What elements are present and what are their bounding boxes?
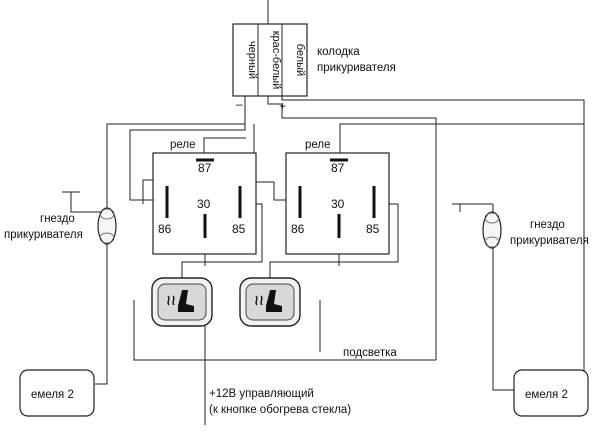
relay-1: реле 87 86 30 85 [152, 139, 257, 255]
emelya-right-label: емеля 2 [525, 389, 568, 401]
relay-1-pin-86: 86 [158, 222, 172, 236]
relay-2-pin-30: 30 [331, 197, 345, 211]
cigarette-lighter-plug-icon [97, 207, 117, 245]
seat-heater-switch-1[interactable] [151, 277, 213, 327]
connector-label-line2: прикуривателя [317, 62, 396, 74]
emelya-left-label: емеля 2 [31, 389, 74, 401]
control-line2: (к кнопке обогрева стекла) [209, 404, 351, 416]
wire-red-white-label: крас-белый [270, 31, 282, 90]
backlight-label: подсветка [343, 347, 397, 359]
left-lighter-socket [62, 191, 117, 245]
plus-sign: + [279, 99, 286, 113]
seat-heater-icon [255, 290, 282, 312]
emelya-right: емеля 2 [513, 369, 589, 417]
relay-1-pin-87: 87 [198, 161, 212, 175]
relay-1-pin-30: 30 [197, 197, 211, 211]
seat-heater-icon [167, 290, 194, 312]
wire-black-label: черный [246, 41, 258, 79]
connector-label-line1: колодка [317, 46, 360, 58]
relay-2-pin-87: 87 [331, 161, 345, 175]
relay-2: реле 87 86 30 85 [285, 139, 390, 255]
right-socket-label-line2: прикуривателя [510, 235, 589, 247]
relay-2-pin-85: 85 [366, 222, 380, 236]
relay-1-label: реле [170, 139, 196, 151]
left-socket-label-line1: гнездо [40, 213, 75, 225]
relay-1-pin-85: 85 [232, 222, 246, 236]
seat-heater-switch-2[interactable] [239, 277, 301, 327]
relay-2-pin-86: 86 [291, 222, 305, 236]
emelya-left: емеля 2 [19, 369, 95, 417]
right-lighter-socket [452, 203, 502, 249]
lighter-connector: черный крас-белый белый – + [232, 23, 308, 113]
control-line1: +12В управляющий [209, 388, 314, 400]
wire-white-label: белый [294, 44, 306, 76]
right-socket-label-line1: гнездо [530, 219, 565, 231]
relay-2-label: реле [305, 139, 331, 151]
cigarette-lighter-plug-icon [482, 211, 502, 249]
minus-sign: – [236, 97, 243, 111]
left-socket-label-line2: прикуривателя [4, 229, 83, 241]
